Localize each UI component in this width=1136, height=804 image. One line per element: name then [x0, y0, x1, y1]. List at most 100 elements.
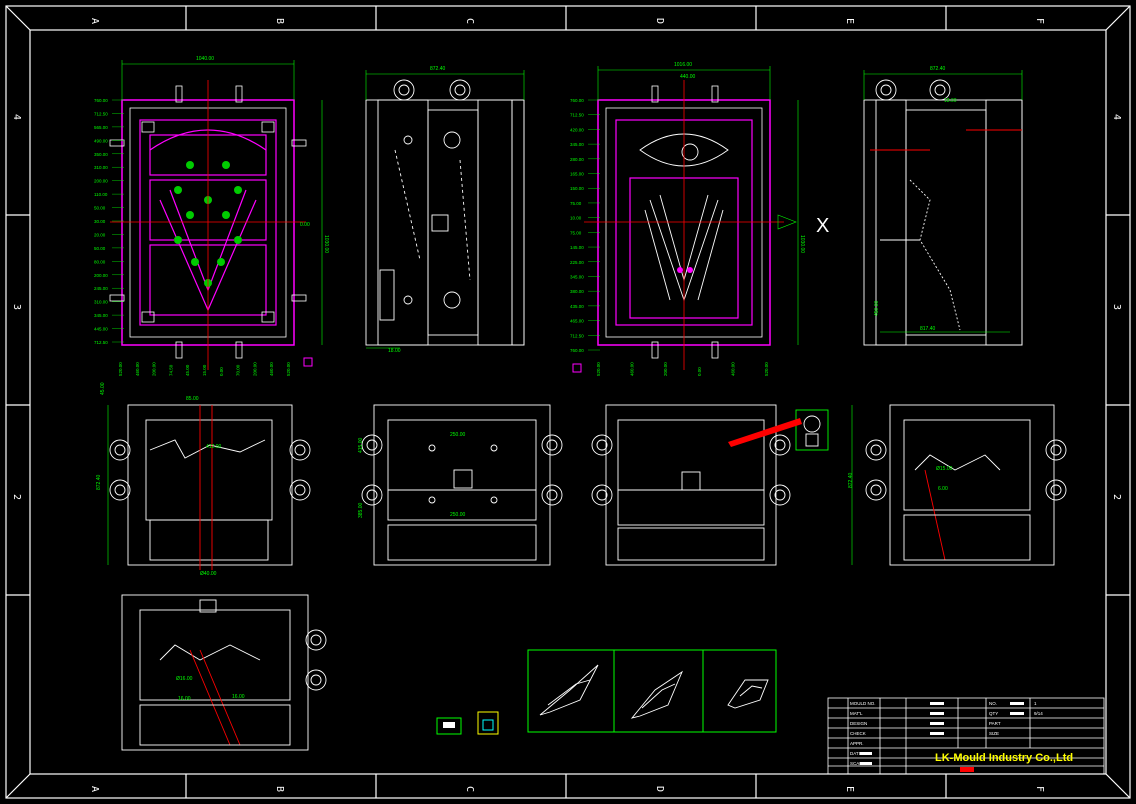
view-plan-right: 1016.00 440.00 1030.00 X 760.00 712.50 420…: [570, 62, 829, 376]
dim-width: 872.40: [430, 66, 446, 72]
dimension-label: 345.00: [570, 142, 584, 147]
zone-col-top: B: [274, 18, 285, 24]
axis-mark: X: [816, 215, 829, 237]
dimension-label: 460.00: [269, 362, 274, 376]
dimension-label: 345.00: [94, 313, 108, 318]
dim: 6.00: [938, 486, 948, 492]
zone-row-left: 3: [11, 304, 22, 310]
zone-col-top: C: [464, 18, 475, 24]
tb-right-label: NO.: [989, 701, 997, 706]
dimension-label: 460.00: [630, 362, 635, 376]
part-preview-panel: [527, 649, 777, 733]
dim: 415.00: [358, 437, 364, 453]
dim-sub: 440.00: [680, 74, 696, 80]
dim: 16.00: [232, 694, 245, 700]
dimension-label: 445.00: [94, 327, 108, 332]
dimension-label: 565.00: [94, 125, 108, 130]
dim-bottom: 817.40: [920, 326, 936, 332]
zone-col-top: A: [89, 18, 100, 24]
dimension-label: 75.00: [570, 230, 582, 235]
view-section-1: [107, 404, 311, 570]
tb-right-label: QTY: [989, 711, 998, 716]
dim-height: 1030.00: [323, 235, 329, 253]
red-arrow: [728, 418, 802, 447]
dim-side: 450.00: [874, 300, 880, 316]
dimension-label: 490.00: [94, 138, 108, 143]
zone-col-bottom: E: [844, 786, 855, 792]
zone-col-bottom: B: [274, 786, 285, 792]
dimension-label: 760.00: [570, 348, 584, 353]
dimension-label: 0.00: [697, 367, 702, 376]
small-block-inner: [443, 722, 455, 728]
view-section-2: [361, 404, 563, 566]
dimension-label: 520.00: [596, 362, 601, 376]
zone-row-right: 3: [1111, 304, 1122, 310]
dimension-label: 45.00: [100, 382, 106, 395]
title-block-fields: [860, 702, 1024, 765]
left-dimension-stack: 760.00 712.50 420.00 345.00 280.00 165.00 150.…: [570, 98, 600, 353]
dimension-label: 520.00: [764, 362, 769, 376]
small-iso-icon: [477, 711, 499, 735]
dimension-label: 75.00: [570, 201, 582, 206]
dimension-label: 200.00: [663, 362, 668, 376]
title-block: [827, 697, 1105, 775]
view-section-3: [591, 404, 829, 566]
dimension-label: 15.00: [202, 364, 207, 376]
zone-col-bottom: A: [89, 786, 100, 792]
dimension-label: 145.00: [570, 245, 584, 250]
dimension-label: 460.00: [135, 362, 140, 376]
dim-height: 1030.00: [799, 235, 805, 253]
dimension-label: 150.00: [570, 186, 584, 191]
dim: Ø15.00: [936, 466, 953, 472]
view-side-right: [863, 70, 1023, 346]
dimension-label: 80.00: [94, 259, 106, 264]
view-section-bottom: [121, 594, 327, 751]
dimension-label: 412.00: [206, 444, 222, 450]
tb-right-value: 9/14: [1034, 711, 1043, 716]
zone-col-bottom: C: [464, 786, 475, 792]
dimension-label: 50.00: [94, 246, 106, 251]
company-name: LK-Mould Industry Co.,Ltd: [935, 752, 1073, 764]
dimension-label: 70.00: [236, 364, 241, 376]
tb-left-label: DATE: [850, 751, 862, 756]
tb-right-label: SIZE: [989, 731, 999, 736]
dim-top: 1016.00: [674, 62, 692, 68]
view-section-4: [851, 404, 1067, 566]
dimension-label: 10.00: [570, 216, 582, 221]
dim-center: 0.00: [300, 222, 310, 228]
dimension-label: 20.00: [94, 232, 106, 237]
dimension-label: 712.50: [94, 111, 108, 116]
zone-row-right: 4: [1111, 114, 1122, 120]
dimension-label: 85.00: [186, 396, 199, 402]
part-previews: [539, 664, 769, 719]
tb-left-label: MOULD NO.: [850, 701, 876, 706]
dimension-label: 200.00: [94, 179, 108, 184]
small-block-icon: [436, 717, 462, 735]
tb-right-value: 1: [1034, 701, 1037, 706]
dimension-label: 45.00: [185, 364, 190, 376]
left-dimension-stack: 760.00712.50565.00490.00350.00310.00200.…: [94, 98, 124, 345]
dim: 250.00: [450, 432, 466, 438]
sheet-frame: [5, 5, 1131, 799]
dimension-label: 712.50: [570, 113, 584, 118]
dimension-label: 165.00: [570, 172, 584, 177]
dimension-label: 200.00: [252, 362, 257, 376]
dimension-label: 520.00: [118, 362, 123, 376]
dimension-label: 435.00: [570, 304, 584, 309]
dimension-label: 420.00: [570, 127, 584, 132]
dimension-label: 30.00: [94, 219, 106, 224]
dimension-label: 280.00: [570, 157, 584, 162]
logo-mark: [960, 767, 974, 772]
tb-left-label: MAT'L: [850, 711, 863, 716]
zone-col-top: F: [1034, 18, 1045, 24]
dimension-label: 74.50: [168, 364, 173, 376]
dim: 385.00: [358, 502, 364, 518]
dimension-label: 350.00: [94, 152, 108, 157]
dimension-label: 712.50: [94, 340, 108, 345]
dimension-label: 0.00: [219, 367, 224, 376]
dim-width: 872.40: [930, 66, 946, 72]
dimension-label: 110.00: [94, 192, 108, 197]
zone-col-bottom: D: [654, 786, 665, 792]
